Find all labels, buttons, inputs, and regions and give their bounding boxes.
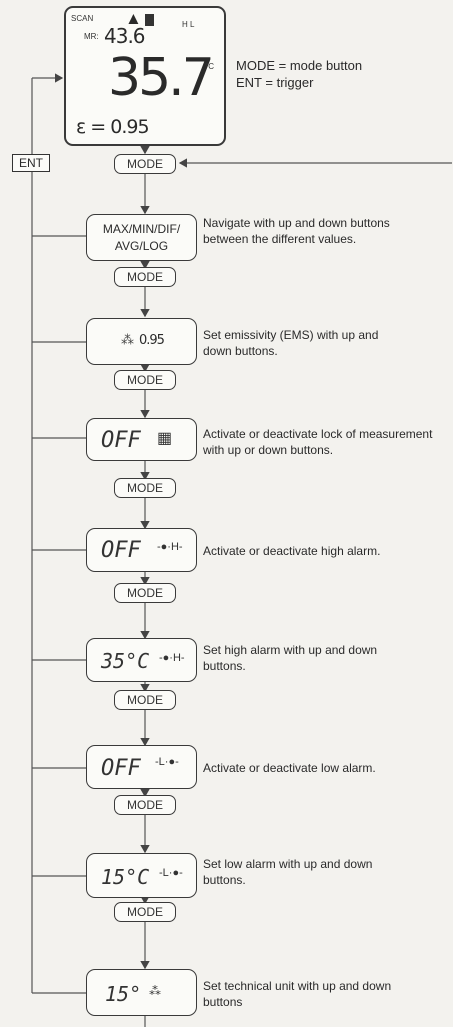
- scan-label: SCAN: [71, 14, 94, 23]
- screen-lock-text: OFF: [101, 428, 141, 453]
- screen-high-alarm-toggle: OFF -●·H-: [86, 528, 197, 572]
- mode-button-4: MODE: [114, 478, 176, 498]
- legend-mode: MODE = mode button: [236, 58, 363, 73]
- screen-low-alarm-toggle-text: OFF: [101, 756, 141, 781]
- step-text-low-alarm-toggle: Activate or deactivate low alarm.: [203, 761, 376, 775]
- screen-max-min-text: MAX/MIN/DIF/ AVG/LOG: [102, 222, 181, 253]
- mode-button-3: MODE: [114, 370, 176, 390]
- high-alarm-set-icon: -●·H-: [159, 652, 185, 664]
- screen-technical-unit: 15° ⁂: [86, 969, 197, 1016]
- battery-icon: [145, 14, 154, 26]
- temperature-value: 35.7: [108, 48, 215, 108]
- screen-high-alarm-toggle-text: OFF: [101, 538, 141, 563]
- mode-button-1: MODE: [114, 154, 176, 174]
- ent-label: ENT: [12, 154, 50, 172]
- screen-high-alarm-set: 35°C -●·H-: [86, 638, 197, 682]
- warning-icon: ▲: [125, 9, 142, 28]
- mode-button-5: MODE: [114, 583, 176, 603]
- mode-button-6: MODE: [114, 690, 176, 710]
- lock-blink-icon: ▦: [157, 430, 173, 447]
- mr-label: MR:: [84, 32, 99, 41]
- screen-emissivity-text: 0.95: [139, 333, 165, 348]
- screen-lock: OFF ▦: [86, 418, 197, 461]
- screen-technical-unit-text: 15°: [105, 982, 142, 1006]
- blink-icon: ⁂: [121, 332, 134, 347]
- step-text-low-alarm-set: Set low alarm with up and down buttons.: [203, 857, 373, 887]
- screen-max-min: MAX/MIN/DIF/ AVG/LOG: [86, 214, 197, 261]
- step-text-emissivity: Set emissivity (EMS) with up and down bu…: [203, 328, 379, 358]
- mode-button-7: MODE: [114, 795, 176, 815]
- step-text-lock: Activate or deactivate lock of measureme…: [203, 427, 433, 457]
- low-alarm-set-icon: -L·●-: [159, 867, 183, 879]
- unit-blink-icon: ⁂: [149, 984, 161, 998]
- high-alarm-icon: -●·H-: [157, 541, 183, 553]
- screen-high-alarm-set-text: 35°C: [101, 649, 150, 673]
- mode-button-8: MODE: [114, 902, 176, 922]
- step-text-technical-unit: Set technical unit with up and down butt…: [203, 979, 392, 1009]
- emissivity-value: ε = 0.95: [76, 116, 150, 138]
- step-text-navigate: Navigate with up and down buttons betwee…: [203, 216, 390, 246]
- hl-label: H L: [182, 20, 195, 29]
- mode-button-2: MODE: [114, 267, 176, 287]
- legend: MODE = mode button ENT = trigger: [236, 57, 362, 91]
- temperature-unit: °C: [205, 62, 214, 71]
- step-text-high-alarm-set: Set high alarm with up and down buttons.: [203, 643, 378, 673]
- screen-low-alarm-toggle: OFF -L·●-: [86, 745, 197, 789]
- main-display: SCAN ▲ H L MR: 43.6 35.7 °C ε = 0.95: [64, 6, 226, 146]
- step-text-high-alarm-toggle: Activate or deactivate high alarm.: [203, 544, 381, 558]
- screen-low-alarm-set: 15°C -L·●-: [86, 853, 197, 898]
- screen-low-alarm-set-text: 15°C: [101, 865, 150, 889]
- low-alarm-icon: -L·●-: [155, 756, 179, 768]
- screen-emissivity: ⁂ 0.95: [86, 318, 197, 365]
- legend-ent: ENT = trigger: [236, 75, 314, 90]
- mr-value: 43.6: [104, 24, 146, 48]
